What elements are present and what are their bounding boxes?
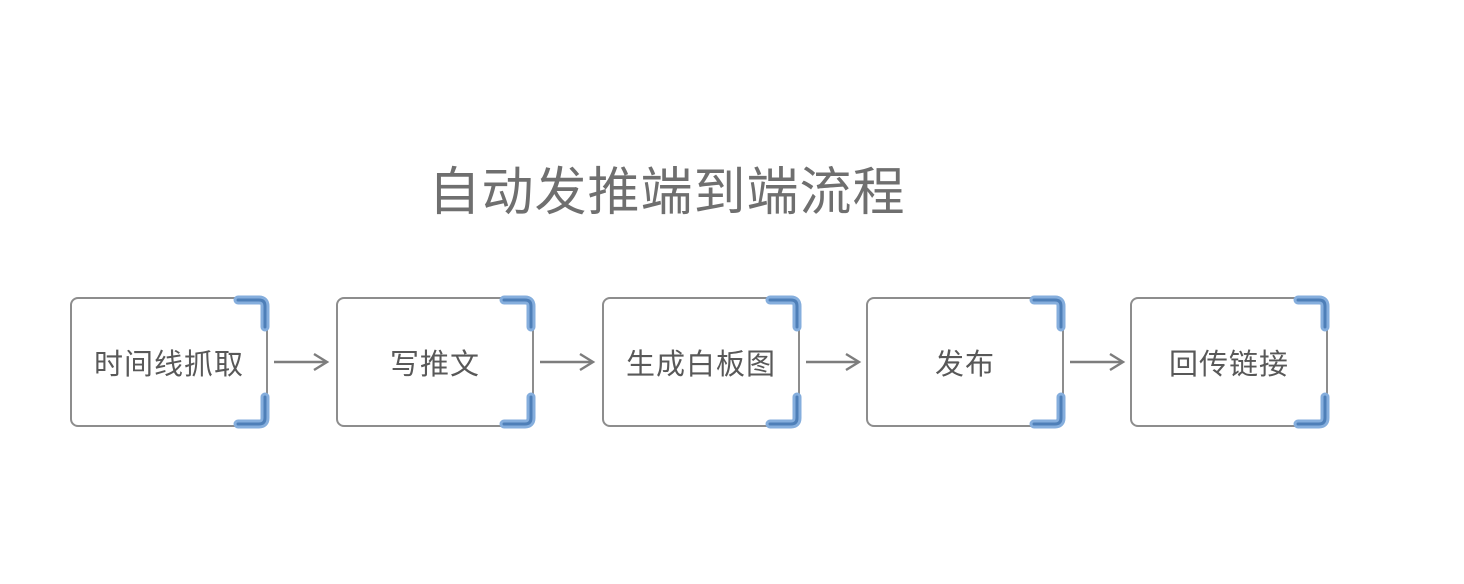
flow-node-label: 生成白板图 [625,349,776,381]
corner-bracket-bottom-right-icon [233,392,270,429]
corner-bracket-top-right-icon [765,295,802,332]
flow-node-return-link: 回传链接 [1130,295,1330,429]
flow-arrow-icon [274,352,330,372]
flow-node-timeline-capture: 时间线抓取 [70,295,270,429]
diagram-title: 自动发推端到端流程 [428,164,906,222]
flow-node-publish: 发布 [866,295,1066,429]
corner-bracket-top-right-icon [233,295,270,332]
flow-node-label: 发布 [934,349,995,381]
corner-bracket-bottom-right-icon [1029,392,1066,429]
flow-node-label: 时间线抓取 [93,349,244,381]
flow-node-generate-whiteboard: 生成白板图 [602,295,802,429]
flow-arrow-icon [540,352,596,372]
flow-node-write-tweet: 写推文 [336,295,536,429]
flow-arrow-icon [1070,352,1126,372]
corner-bracket-top-right-icon [499,295,536,332]
corner-bracket-bottom-right-icon [1293,392,1330,429]
flow-node-label: 写推文 [389,349,480,381]
corner-bracket-bottom-right-icon [499,392,536,429]
corner-bracket-top-right-icon [1293,295,1330,332]
corner-bracket-top-right-icon [1029,295,1066,332]
flow-arrow-icon [806,352,862,372]
flow-node-label: 回传链接 [1168,349,1289,381]
corner-bracket-bottom-right-icon [765,392,802,429]
